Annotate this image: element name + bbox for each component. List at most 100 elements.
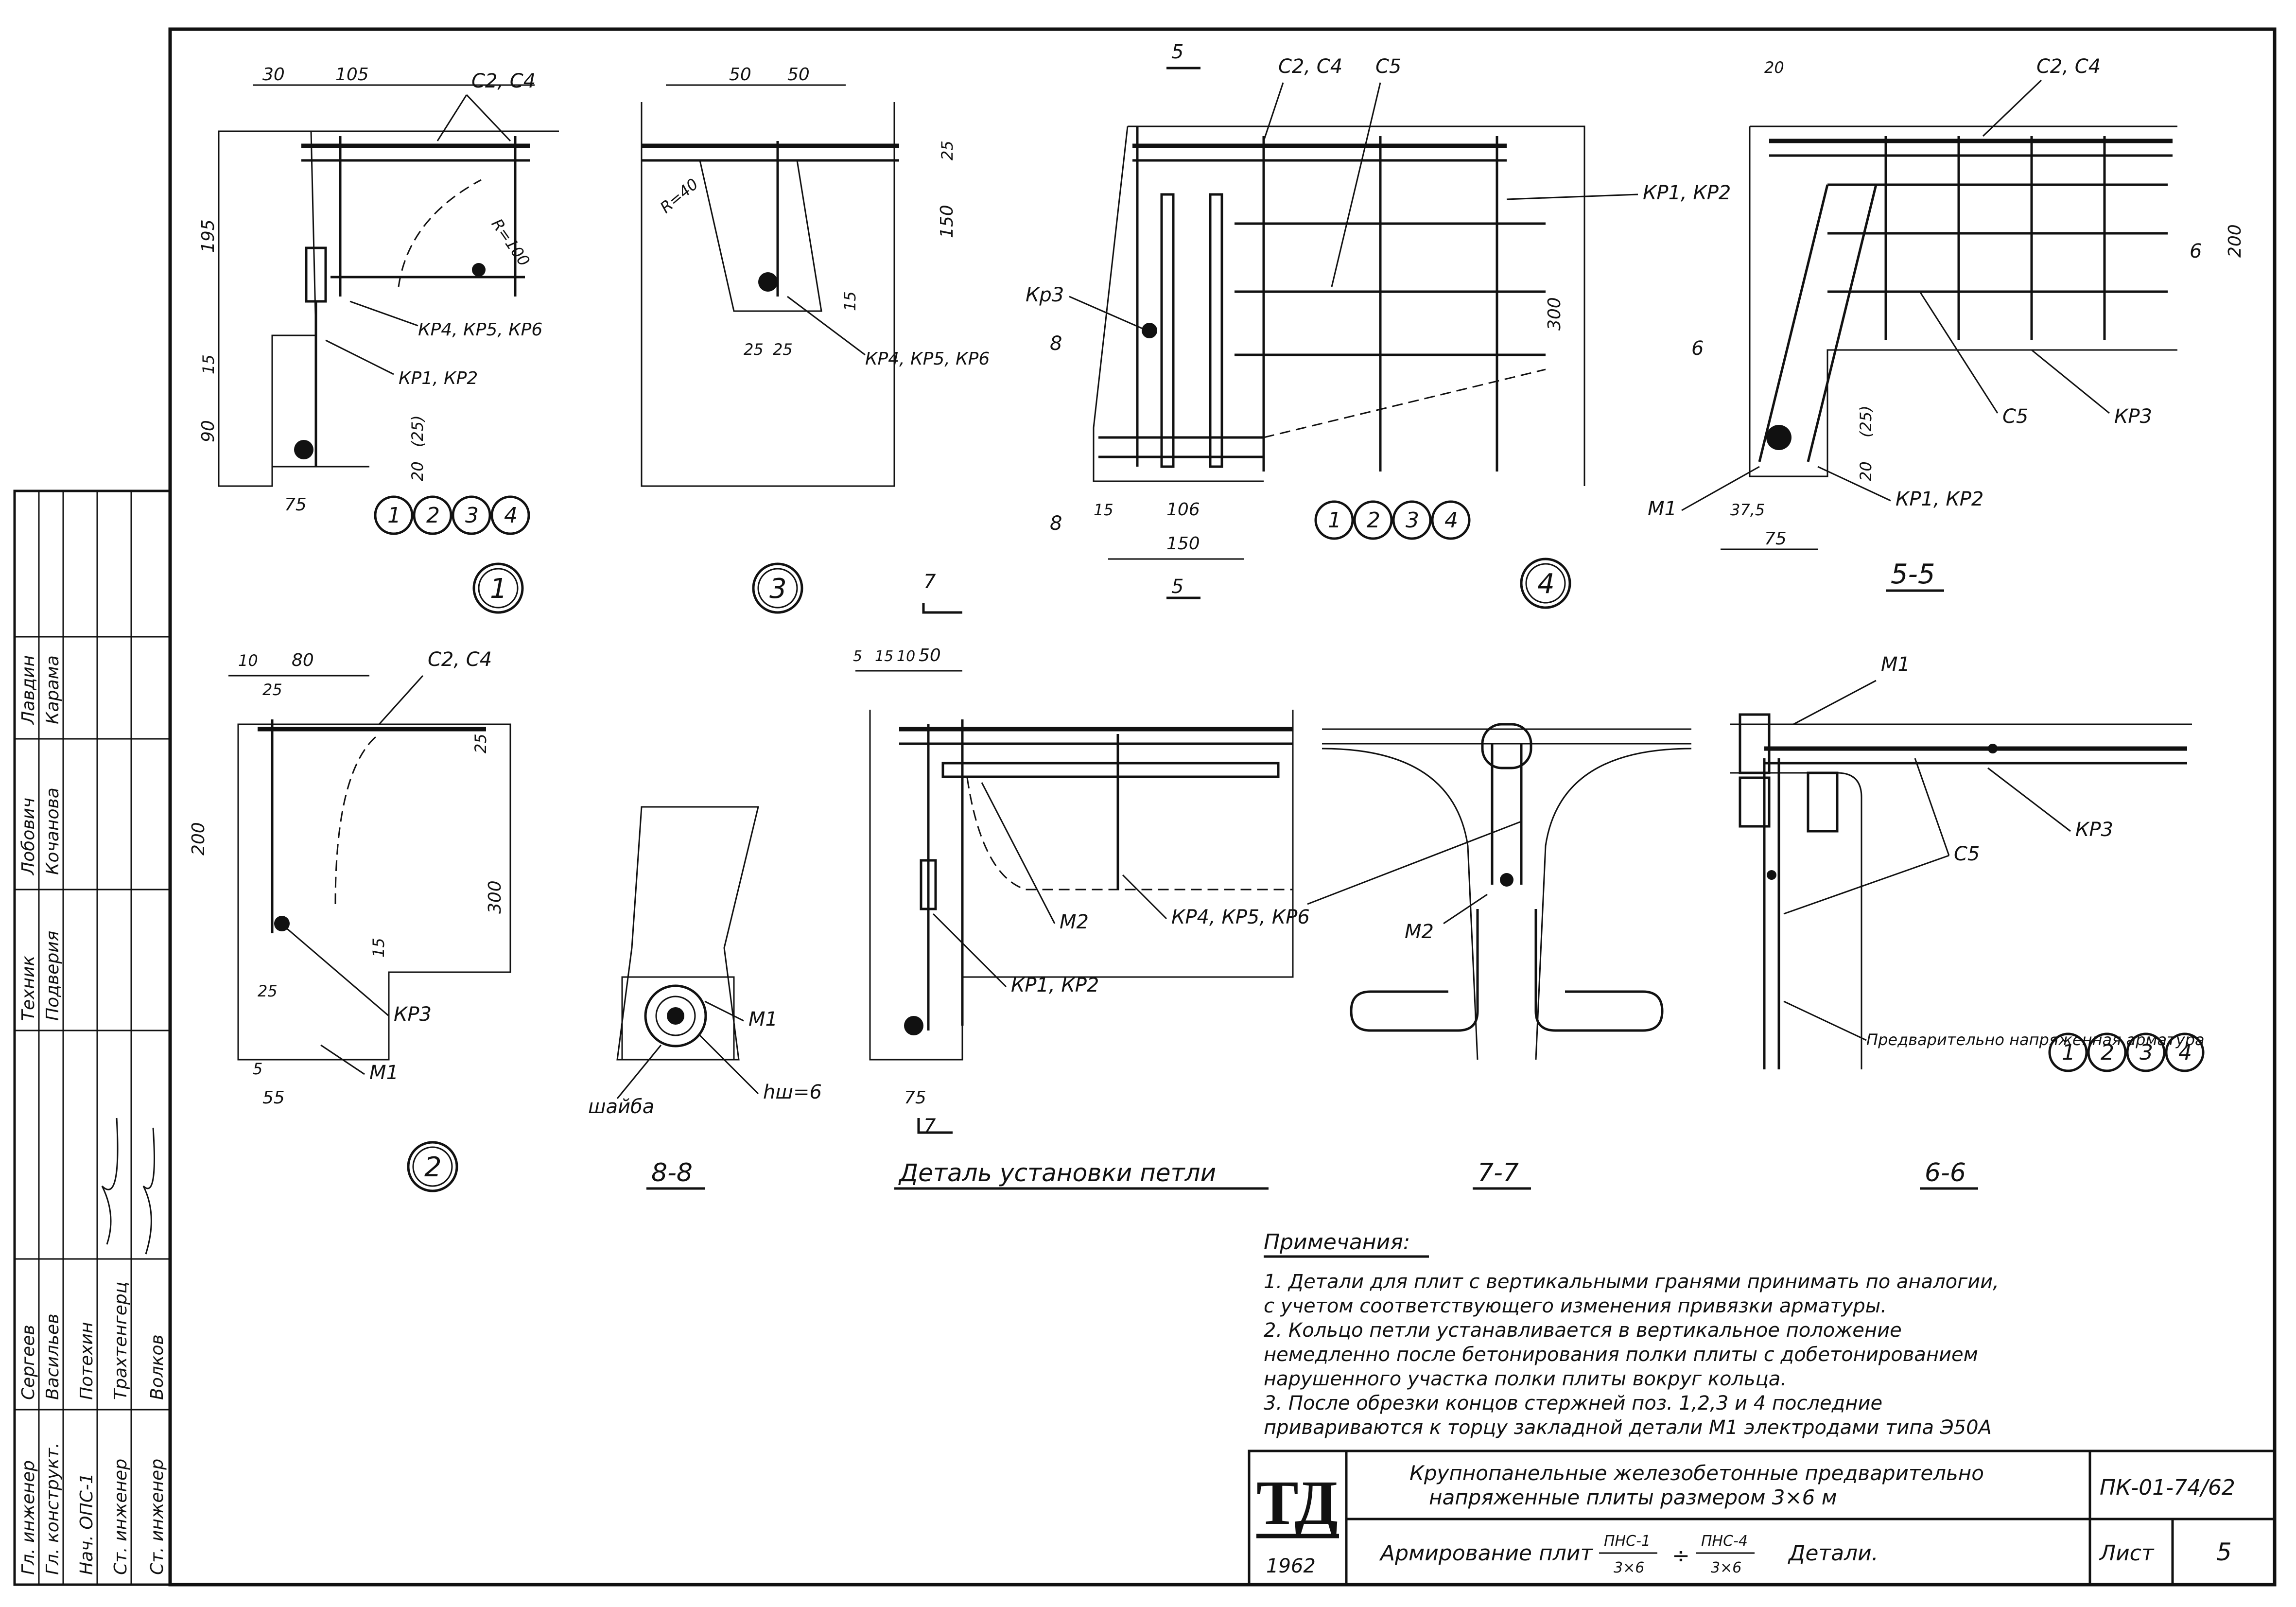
- callout-kr4-kr5-kr6-d3: КР4, КР5, КР6: [865, 349, 990, 369]
- stamp-role-5: Ст. инженер: [147, 1459, 167, 1575]
- dim-15-d3: 15: [841, 291, 859, 311]
- callout-washer: шайба: [588, 1096, 654, 1118]
- dim-10: 10: [238, 651, 258, 670]
- dim-20-55: 20: [1857, 461, 1875, 481]
- callout-kr3-d4: Кр3: [1026, 284, 1064, 306]
- stamp-role-2: Гл. конструкт.: [43, 1443, 63, 1575]
- callout-c5-66: С5: [1954, 843, 1980, 865]
- fraction-separator: ÷: [1672, 1543, 1690, 1568]
- dim-75-55: 75: [1764, 529, 1787, 549]
- callout-kr1-kr2-55: КР1, КР2: [1896, 488, 1983, 510]
- dim-50-a: 50: [729, 65, 751, 85]
- cut-6-right: 6: [2190, 240, 2202, 262]
- dim-25-right: 25: [773, 340, 793, 359]
- bubble-1-66: 1: [2062, 1040, 2075, 1065]
- callout-m1-55: М1: [1648, 498, 1677, 520]
- section-label-8-8: 8-8: [651, 1158, 693, 1188]
- callout-m2-77: М2: [1405, 921, 1434, 943]
- document-code: ПК-01-74/62: [2100, 1475, 2235, 1500]
- bubble-4-d4: 4: [1444, 508, 1458, 533]
- detail-label-4: 4: [1537, 568, 1555, 600]
- radius-100: R=100: [487, 215, 533, 270]
- callout-kr4-kr5-kr6-d1: КР4, КР5, КР6: [418, 320, 542, 340]
- stamp-name-3: Потехин: [77, 1322, 97, 1400]
- dim-200-d2: 200: [189, 822, 209, 856]
- dim-15-loop: 15: [875, 648, 893, 665]
- note-line-4: немедленно после бетонирования полки пли…: [1264, 1344, 1978, 1366]
- note-line-7: привариваются к торцу закладной детали М…: [1264, 1416, 1992, 1439]
- callout-c2-c4-d2: С2, С4: [428, 648, 492, 671]
- title-line-2: напряженные плиты размером 3×6 м: [1429, 1485, 1837, 1509]
- stamp-name-5: Волков: [147, 1334, 167, 1400]
- detail-loop-installation: 5 15 10 50 75 М2 КР4, КР5, КР6 КР1, КР2 …: [853, 571, 1522, 1190]
- stamp-name-6: Подверия: [43, 931, 63, 1021]
- dim-25-left: 25: [744, 340, 764, 359]
- sheet-label: Лист: [2099, 1541, 2155, 1566]
- callout-kr1-kr2-loop: КР1, КР2: [1011, 974, 1099, 996]
- bubble-2-d1: 2: [426, 503, 440, 528]
- signature-1: [101, 1118, 119, 1245]
- section-7-7: М2 7-7: [1322, 723, 1692, 1190]
- position-bubbles-d4: 1 2 3 4: [1314, 500, 1471, 540]
- bubble-3-d1: 3: [465, 503, 479, 528]
- stamp-name-2: Васильев: [43, 1313, 63, 1400]
- dim-300-d4: 300: [1545, 297, 1565, 331]
- notes-heading: Примечания:: [1264, 1230, 1410, 1255]
- stamp-name-1: Сергеев: [18, 1325, 38, 1400]
- dim-25-d3: 25: [938, 140, 957, 160]
- callout-kr3-55: КР3: [2114, 405, 2152, 428]
- dim-50-b: 50: [787, 65, 810, 85]
- cut-5-bottom: 5: [1171, 576, 1183, 598]
- dim-20-top-55: 20: [1764, 58, 1784, 77]
- detail-label-loop: Деталь установки петли: [898, 1159, 1216, 1187]
- section-5-5: 20 200 20 (25) 37,5 75 С2, С4 С5 КР3 М1 …: [1648, 55, 2245, 592]
- callout-kr3-d2: КР3: [394, 1003, 432, 1026]
- note-line-6: 3. После обрезки концов стержней поз. 1,…: [1264, 1392, 1882, 1415]
- dim-20: 20: [408, 461, 427, 481]
- callout-hw-6: hш=6: [763, 1081, 822, 1103]
- logo-td: ТД: [1256, 1468, 1338, 1538]
- dim-150-d4: 150: [1166, 534, 1200, 554]
- subtitle-prefix: Армирование плит: [1379, 1541, 1593, 1566]
- dim-150-d3: 150: [937, 205, 957, 238]
- dim-105: 105: [335, 65, 369, 85]
- detail-label-3: 3: [769, 573, 787, 605]
- callout-kr3-66: КР3: [2075, 819, 2113, 841]
- dim-10-loop: 10: [897, 648, 915, 665]
- callout-c5-d4: С5: [1375, 55, 1401, 78]
- dim-30: 30: [262, 65, 285, 85]
- bubble-1-d1: 1: [387, 503, 401, 528]
- stamp-role-3: Нач. ОПС-1: [77, 1473, 97, 1575]
- dim-75-loop: 75: [904, 1088, 926, 1108]
- section-6-6: М1 КР3 С5 Предварительно напряженная арм…: [1730, 653, 2205, 1190]
- bubble-1-d4: 1: [1328, 508, 1341, 533]
- dim-37-5: 37,5: [1730, 501, 1765, 519]
- callout-kr1-kr2-d4: КР1, КР2: [1643, 182, 1731, 204]
- left-stamp: Гл. инженер Гл. конструкт. Нач. ОПС-1 Ст…: [13, 489, 172, 1586]
- dim-5-loop: 5: [853, 648, 862, 665]
- bubble-3-66: 3: [2139, 1040, 2153, 1065]
- fraction-1-top: ПНС-1: [1604, 1533, 1651, 1550]
- cut-8-bottom: 8: [1050, 512, 1062, 535]
- section-label-5-5: 5-5: [1891, 559, 1935, 590]
- cut-7-top: 7: [923, 571, 936, 593]
- position-bubbles-66: 1 2 3 4: [2048, 1032, 2205, 1072]
- stamp-role-4: Ст. инженер: [111, 1459, 131, 1575]
- stamp-name-4: Трахтенгерц: [111, 1282, 131, 1400]
- stamp-name-7: Лобович: [18, 798, 38, 876]
- section-label-6-6: 6-6: [1925, 1158, 1966, 1188]
- note-line-2: с учетом соответствующего изменения прив…: [1264, 1295, 1887, 1317]
- bubble-3-d4: 3: [1406, 508, 1419, 533]
- detail-1: 30 105 195 15 90 75 20 (25) R=100 С2, С4…: [198, 65, 559, 614]
- section-label-7-7: 7-7: [1478, 1158, 1519, 1188]
- dim-15: 15: [199, 354, 218, 374]
- grid-5-5: [1827, 136, 2168, 340]
- dim-300-d2: 300: [485, 880, 505, 914]
- stamp-role-1: Гл. инженер: [18, 1460, 38, 1575]
- callout-c2-c4-55: С2, С4: [2036, 55, 2101, 78]
- dim-195: 195: [198, 219, 218, 253]
- dim-50-loop: 50: [919, 646, 941, 665]
- dim-80: 80: [292, 650, 314, 670]
- title-year: 1962: [1266, 1555, 1316, 1577]
